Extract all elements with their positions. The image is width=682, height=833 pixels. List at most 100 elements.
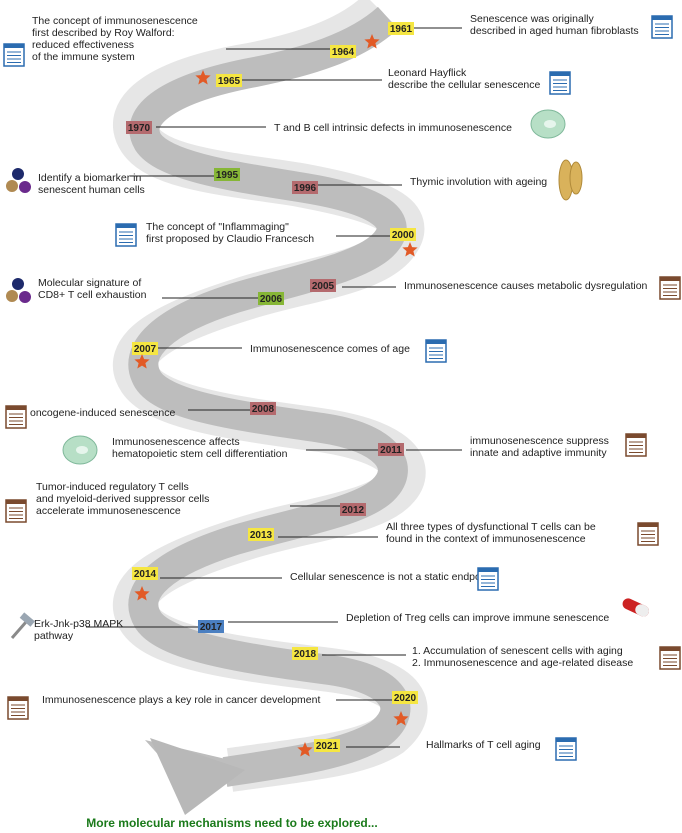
year-text: 2017 <box>200 622 223 633</box>
event-description-line: The concept of "Inflammaging" <box>146 221 289 233</box>
year-text: 2014 <box>134 569 157 580</box>
doc-brown-icon <box>659 646 681 670</box>
year-label: 1964 <box>330 45 356 58</box>
doc-blue-icon <box>115 223 137 247</box>
year-text: 2000 <box>392 230 415 241</box>
event-description-line: Immunosenescence comes of age <box>250 343 410 355</box>
event-description-line: described in aged human fibroblasts <box>470 25 639 37</box>
doc-brown-icon <box>5 499 27 523</box>
year-text: 2008 <box>252 404 275 415</box>
cell-icon <box>530 109 566 139</box>
event-2020: 2020 Immunosenescence plays a key role in… <box>7 691 418 726</box>
event-description-line: oncogene-induced senescence <box>30 407 176 419</box>
ribbon-arrowhead-tip <box>150 738 245 815</box>
event-description-line: Immunosenescence affects <box>112 436 240 448</box>
star-icon <box>195 70 211 85</box>
doc-brown-icon <box>637 522 659 546</box>
hammer-icon <box>10 612 35 639</box>
doc-brown-icon <box>659 276 681 300</box>
event-description-line: CD8+ T cell exhaustion <box>38 289 147 301</box>
footer-text: More molecular mechanisms need to be exp… <box>86 816 377 830</box>
molecule-dots-icon <box>6 168 31 193</box>
year-text: 2012 <box>342 505 365 516</box>
star-icon <box>402 242 418 257</box>
year-label: 2013 <box>248 528 274 541</box>
event-description-line: immunosenescence suppress <box>470 435 609 447</box>
year-label: 1961 <box>388 22 414 35</box>
event-1970: 1970 T and B cell intrinsic defects in im… <box>126 109 566 139</box>
event-description-line: senescent human cells <box>38 184 145 196</box>
event-description: Thymic involution with ageing <box>410 176 547 188</box>
doc-brown-icon <box>5 405 27 429</box>
event-description: T and B cell intrinsic defects in immuno… <box>274 122 512 134</box>
event-description-line: and myeloid-derived suppressor cells <box>36 493 209 505</box>
event-description: All three types of dysfunctional T cells… <box>386 521 596 545</box>
event-description-line: of the immune system <box>32 51 135 63</box>
doc-brown-icon <box>7 696 29 720</box>
doc-blue-icon <box>477 567 499 591</box>
year-label: 1995 <box>214 168 240 181</box>
doc-blue-icon <box>3 43 25 67</box>
year-text: 2013 <box>250 530 273 541</box>
event-description-line: The concept of immunosenescence <box>32 15 198 27</box>
year-text: 1964 <box>332 47 355 58</box>
ribbon-front <box>128 6 411 787</box>
year-label: 2007 <box>132 342 158 355</box>
year-label: 2018 <box>292 647 318 660</box>
year-label: 2017 <box>198 620 224 633</box>
year-label: 2020 <box>392 691 418 704</box>
event-description: Hallmarks of T cell aging <box>426 739 541 751</box>
year-label: 2012 <box>340 503 366 516</box>
doc-brown-icon <box>625 433 647 457</box>
year-label: 2014 <box>132 567 158 580</box>
year-label: 1970 <box>126 121 152 134</box>
year-text: 1961 <box>390 24 413 35</box>
event-description-line: Hallmarks of T cell aging <box>426 739 541 751</box>
star-icon <box>393 711 409 726</box>
year-text: 2011 <box>380 445 402 456</box>
year-label: 2000 <box>390 228 416 241</box>
event-description-line: describe the cellular senescence <box>388 79 540 91</box>
star-icon <box>134 586 150 601</box>
event-description-line: Leonard Hayflick <box>388 67 467 79</box>
event-description: Immunosenescence plays a key role in can… <box>42 694 320 706</box>
year-text: 1965 <box>218 76 241 87</box>
event-2013: 2013 All three types of dysfunctional T c… <box>248 521 659 546</box>
event-description-line: Thymic involution with ageing <box>410 176 547 188</box>
event-description: Immunosenescence comes of age <box>250 343 410 355</box>
event-description-line: All three types of dysfunctional T cells… <box>386 521 596 533</box>
event-description-line: Immunosenescence causes metabolic dysreg… <box>404 280 648 292</box>
event-2014: 2014 Cellular senescence is not a static … <box>132 567 499 601</box>
star-icon <box>134 354 150 369</box>
event-description-line: Molecular signature of <box>38 277 141 289</box>
event-description-line: Erk-Jnk-p38 MAPK <box>34 618 123 630</box>
year-label: 2006 <box>258 292 284 305</box>
event-description-line: reduced effectiveness <box>32 39 134 51</box>
year-text: 1995 <box>216 170 239 181</box>
event-description: Cellular senescence is not a static endp… <box>290 571 492 583</box>
event-description-line: accelerate immunosenescence <box>36 505 181 517</box>
doc-blue-icon <box>425 339 447 363</box>
